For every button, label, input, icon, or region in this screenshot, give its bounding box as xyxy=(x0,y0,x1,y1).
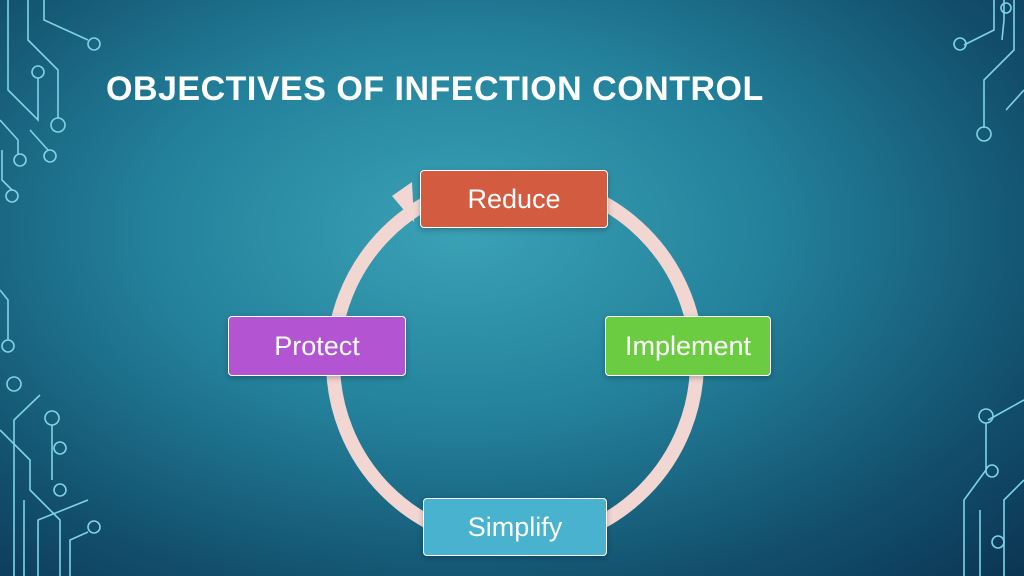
circuit-decoration-left xyxy=(0,0,101,576)
cycle-node-label: Implement xyxy=(624,330,752,361)
cycle-node-label: Reduce xyxy=(467,183,561,214)
cycle-arrowhead xyxy=(392,182,414,222)
circuit-decoration-right xyxy=(953,0,1024,576)
slide-title: OBJECTIVES OF INFECTION CONTROL xyxy=(106,70,764,108)
cycle-node-reduce: Reduce xyxy=(420,170,608,228)
cycle-node-simplify: Simplify xyxy=(423,498,607,556)
cycle-node-label: Protect xyxy=(274,330,360,361)
cycle-node-protect: Protect xyxy=(228,316,406,376)
cycle-node-label: Simplify xyxy=(467,511,563,542)
cycle-node-implement: Implement xyxy=(605,316,771,376)
